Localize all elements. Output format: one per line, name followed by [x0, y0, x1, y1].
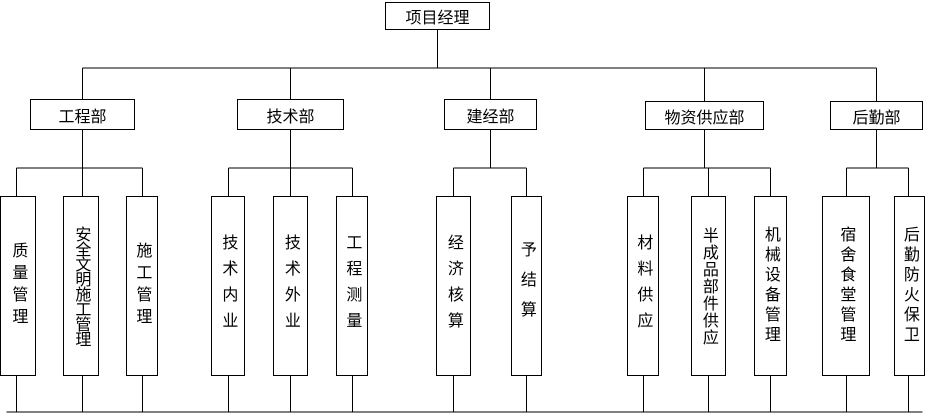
unit-box: 材料供应 — [627, 196, 659, 376]
unit-box: 半成品部件供应 — [691, 196, 726, 376]
unit-label: 机械设备管理 — [761, 226, 781, 346]
unit-box: 经济核算 — [436, 196, 471, 376]
unit-box: 宿舍食堂管理 — [822, 196, 870, 376]
root-box: 项目经理 — [385, 2, 490, 30]
unit-box: 技术外业 — [273, 196, 308, 376]
unit-label: 工程测量 — [343, 234, 363, 338]
dept-box-engineering: 工程部 — [30, 99, 135, 130]
unit-label: 后勤防火保卫 — [900, 226, 920, 346]
unit-box: 工程测量 — [336, 196, 368, 376]
unit-box: 施工管理 — [126, 196, 158, 376]
dept-label: 工程部 — [58, 106, 107, 126]
unit-box: 安全文明施工管理 — [63, 196, 99, 376]
unit-label: 予结算 — [517, 241, 537, 331]
unit-label: 安全文明施工管理 — [72, 226, 92, 346]
dept-box-economics: 建经部 — [444, 99, 537, 130]
unit-label: 技术外业 — [281, 234, 301, 338]
unit-label: 经济核算 — [444, 234, 464, 338]
dept-label: 建经部 — [466, 106, 515, 126]
unit-box: 技术内业 — [211, 196, 245, 376]
dept-box-logistics: 后勤部 — [830, 101, 923, 130]
unit-box: 质量管理 — [0, 196, 36, 376]
unit-label: 宿舍食堂管理 — [837, 226, 857, 346]
dept-box-supply: 物资供应部 — [645, 101, 764, 130]
dept-label: 后勤部 — [852, 107, 901, 127]
unit-label: 半成品部件供应 — [699, 226, 719, 346]
unit-box: 后勤防火保卫 — [894, 196, 925, 376]
unit-label: 材料供应 — [634, 234, 654, 338]
dept-label: 物资供应部 — [664, 107, 745, 127]
unit-label: 质量管理 — [9, 242, 29, 330]
unit-box: 机械设备管理 — [754, 196, 787, 376]
unit-box: 予结算 — [511, 196, 542, 376]
root-label: 项目经理 — [405, 8, 470, 27]
dept-box-technical: 技术部 — [237, 99, 344, 130]
dept-label: 技术部 — [266, 106, 315, 126]
unit-label: 施工管理 — [133, 242, 153, 330]
unit-label: 技术内业 — [219, 234, 239, 338]
